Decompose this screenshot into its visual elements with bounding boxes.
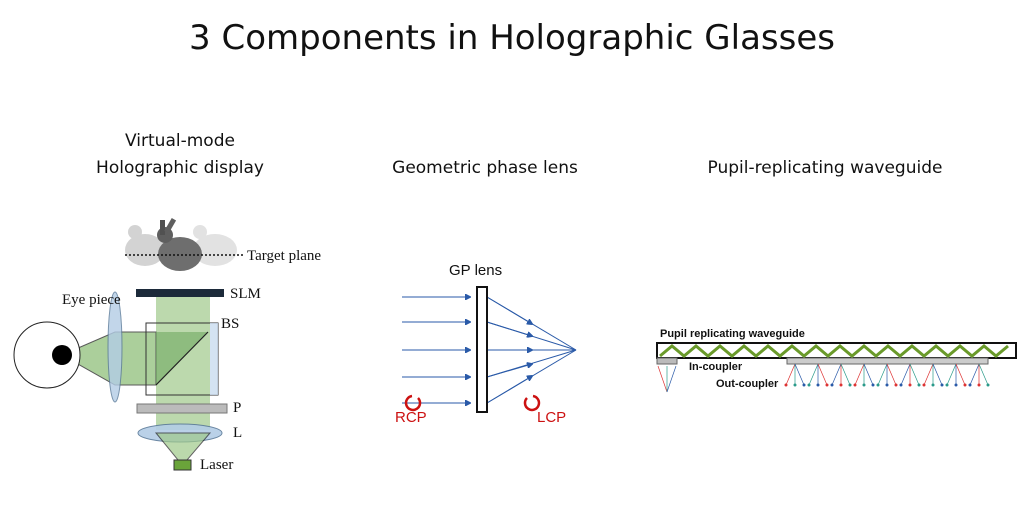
label-gp-lens: GP lens (449, 262, 503, 279)
ray-dot (807, 383, 811, 387)
ray-dot (968, 383, 972, 387)
eye-icon (13, 321, 81, 389)
ray-dot (830, 383, 834, 387)
label-rcp: RCP (395, 409, 427, 426)
label-eye-piece: Eye piece (62, 292, 121, 308)
out-ray (900, 363, 911, 386)
label-slm: SLM (230, 286, 261, 302)
label-p: P (233, 400, 242, 416)
out-ray (909, 363, 920, 386)
ray-dot (839, 383, 843, 387)
label-lcp: LCP (537, 409, 567, 426)
ray-dot (908, 383, 912, 387)
ray-dot (871, 383, 875, 387)
out-ray (840, 363, 851, 386)
label-bs: BS (221, 316, 240, 332)
out-ray (886, 363, 897, 386)
ray-dot (894, 383, 898, 387)
out-ray (863, 363, 874, 386)
holographic-display-diagram (13, 217, 244, 471)
eye-piece (107, 291, 123, 403)
out-ray (817, 363, 828, 386)
ray-dot (825, 383, 829, 387)
label-l: L (233, 425, 243, 441)
out-ray (923, 363, 934, 386)
out-ray (785, 363, 796, 386)
in-ray (666, 365, 677, 393)
out-ray (978, 363, 989, 386)
ray-dot (793, 383, 797, 387)
label-out-coupler: Out-coupler (716, 378, 779, 390)
out-ray (955, 363, 966, 386)
gp-lens (476, 286, 488, 413)
out-ray (877, 363, 888, 386)
out-ray (808, 363, 819, 386)
ray-dot (876, 383, 880, 387)
ray-dot (899, 383, 903, 387)
ray-dot (963, 383, 967, 387)
rcp-rotation-icon (404, 394, 422, 412)
out-ray (794, 363, 805, 386)
out-ray (831, 363, 842, 386)
ray-dot (917, 383, 921, 387)
out-ray (946, 363, 957, 386)
ray-dot (977, 383, 981, 387)
heading-gp-lens: Geometric phase lens (392, 158, 578, 178)
heading-line2: Holographic display (96, 158, 264, 178)
out-ray (854, 363, 865, 386)
ray-dot (945, 383, 949, 387)
heading-holographic-display: Virtual-mode Holographic display (80, 128, 280, 182)
slide-title: 3 Components in Holographic Glasses (189, 18, 835, 58)
label-laser: Laser (200, 457, 234, 473)
ray-dot (848, 383, 852, 387)
waveguide-diagram (656, 342, 1017, 393)
ray-dot (922, 383, 926, 387)
label-in-coupler: In-coupler (689, 361, 743, 373)
laser (173, 459, 192, 471)
ray-dot (816, 383, 820, 387)
slm (136, 289, 224, 297)
ray-dot (853, 383, 857, 387)
heading-line1: Virtual-mode (125, 131, 235, 151)
ray-dot (940, 383, 944, 387)
ray-dot (986, 383, 990, 387)
in-ray (657, 365, 668, 393)
label-waveguide: Pupil replicating waveguide (660, 328, 805, 340)
lcp-rotation-icon (523, 394, 541, 412)
ray-dot (885, 383, 889, 387)
out-coupler (786, 357, 989, 365)
out-ray (932, 363, 943, 386)
ray-dot (931, 383, 935, 387)
polarizer (136, 403, 228, 414)
out-ray (969, 363, 980, 386)
gp-lens-diagram (402, 286, 577, 413)
in-coupler (656, 357, 678, 365)
ray-dot (784, 383, 788, 387)
heading-waveguide: Pupil-replicating waveguide (707, 158, 943, 178)
ray-dot (954, 383, 958, 387)
pupil (52, 345, 72, 365)
label-target-plane: Target plane (247, 248, 322, 264)
ray-dot (862, 383, 866, 387)
bunny-icons (125, 217, 237, 271)
ray-dot (802, 383, 806, 387)
